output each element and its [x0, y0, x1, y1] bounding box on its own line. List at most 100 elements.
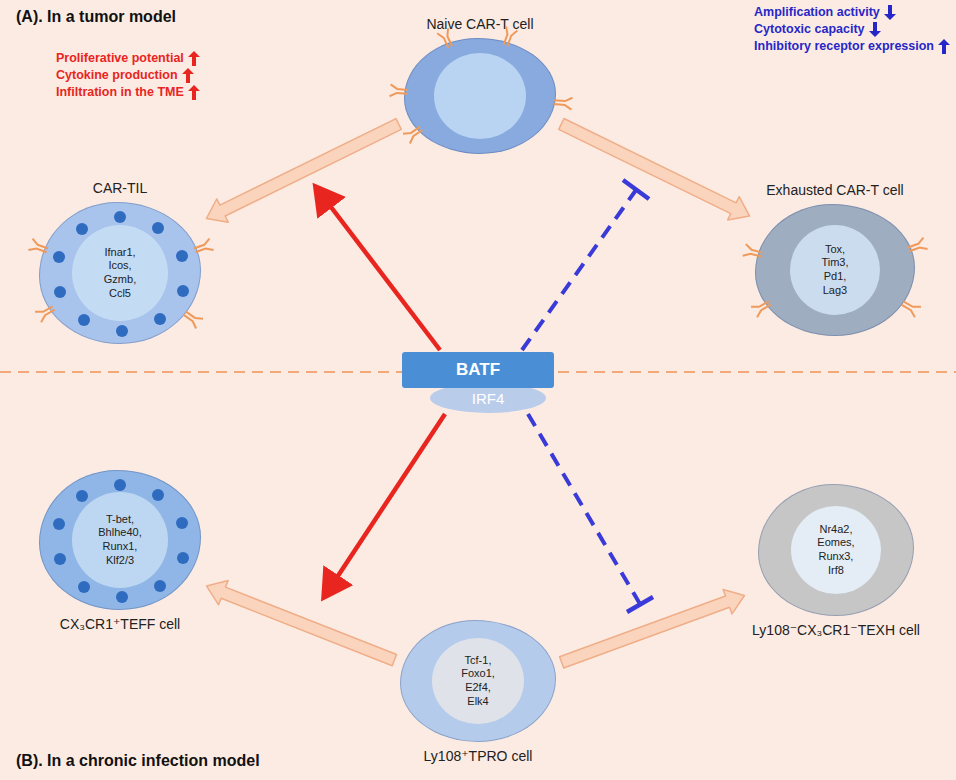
- receptor-stroke: [403, 124, 425, 144]
- cell-label: Naive CAR-T cell: [424, 14, 535, 34]
- effect-label: Inhibitory receptor expression: [754, 38, 934, 55]
- receptor-stroke: [900, 297, 922, 316]
- trend-arrow: [188, 51, 200, 66]
- trend-arrow-shape: [938, 39, 950, 54]
- nucleus: Nr4a2, Eomes, Runx3, Irf8: [791, 506, 881, 594]
- receptor-stroke: [192, 239, 213, 256]
- inhibit-line: [528, 414, 640, 604]
- effect-row: Cytokine production: [56, 67, 200, 84]
- receptor-stroke: [437, 28, 455, 49]
- effect-row: Inhibitory receptor expression: [754, 38, 950, 55]
- effect-label: Cytotoxic capacity: [754, 21, 864, 38]
- granule-dot: [177, 285, 189, 297]
- cell-body: [404, 38, 556, 154]
- transition-arrow: [207, 581, 397, 666]
- trend-arrow: [182, 68, 194, 83]
- car-receptor: [400, 122, 426, 147]
- effect-label: Amplification activity: [754, 4, 880, 21]
- receptor-stroke: [181, 308, 203, 328]
- granule-dot: [116, 591, 128, 603]
- inhibit-line: [522, 190, 636, 350]
- transition-arrow: [559, 119, 750, 220]
- granule-dot: [114, 211, 126, 223]
- promote-arrow: [318, 190, 440, 350]
- nucleus: T-bet, Bhlhe40, Runx1, Klf2/3: [72, 492, 168, 588]
- nucleus: [434, 53, 526, 139]
- inhibit-bar: [623, 180, 649, 199]
- granule-dot: [53, 251, 65, 263]
- receptor-stroke: [743, 244, 763, 260]
- promote-arrow: [326, 414, 445, 594]
- trend-arrow-shape: [884, 5, 896, 20]
- granule-dot: [152, 222, 164, 234]
- effect-row: Proliferative potential: [56, 50, 200, 67]
- granule-dot: [152, 489, 164, 501]
- gene-list: Ifnar1, Icos, Gzmb, Ccl5: [89, 246, 151, 301]
- car-receptor: [553, 94, 574, 112]
- granule-dot: [177, 552, 189, 564]
- nucleus: Tox, Tim3, Pd1, Lag3: [790, 225, 880, 315]
- nucleus: Ifnar1, Icos, Gzmb, Ccl5: [72, 225, 168, 321]
- car-receptor: [388, 82, 409, 100]
- car-receptor: [748, 296, 773, 320]
- trend-arrow: [188, 85, 200, 100]
- cell-body: Nr4a2, Eomes, Runx3, Irf8: [758, 484, 914, 616]
- granule-dot: [154, 580, 166, 592]
- cell-label: CX₃CR1⁺TEFF cell: [58, 614, 182, 634]
- effect-list: Amplification activityCytotoxic capacity…: [754, 4, 950, 55]
- receptor-stroke: [35, 303, 57, 322]
- car-receptor: [180, 306, 206, 331]
- trend-arrow: [884, 5, 896, 20]
- nucleus: Tcf-1, Foxo1, E2f4, Elk4: [432, 638, 524, 724]
- car-receptor: [192, 236, 216, 258]
- receptor-stroke: [751, 297, 773, 316]
- effect-label: Proliferative potential: [56, 50, 184, 67]
- cell-label: Exhausted CAR-T cell: [764, 180, 905, 200]
- granule-dot: [114, 479, 126, 491]
- cell-node: Tcf-1, Foxo1, E2f4, Elk4Ly108⁺TPRO cell: [400, 620, 556, 766]
- effect-label: Cytokine production: [56, 67, 178, 84]
- effect-row: Cytotoxic capacity: [754, 21, 950, 38]
- granule-dot: [53, 518, 65, 530]
- cell-node: T-bet, Bhlhe40, Runx1, Klf2/3CX₃CR1⁺TEFF…: [39, 470, 201, 634]
- granule-dot: [76, 490, 88, 502]
- cell-node: Exhausted CAR-T cellTox, Tim3, Pd1, Lag3: [755, 180, 915, 336]
- granule-dot: [154, 313, 166, 325]
- cell-body: Ifnar1, Icos, Gzmb, Ccl5: [39, 202, 201, 344]
- factor-name: BATF: [456, 360, 500, 380]
- receptor-stroke: [553, 96, 572, 110]
- granule-dot: [78, 314, 90, 326]
- car-receptor: [899, 296, 924, 320]
- granule-dot: [176, 250, 188, 262]
- receptor-stroke: [906, 238, 927, 255]
- car-receptor: [32, 301, 57, 325]
- trend-arrow: [938, 39, 950, 54]
- gene-list: Nr4a2, Eomes, Runx3, Irf8: [805, 523, 867, 578]
- inhibit-bar: [627, 597, 653, 612]
- trend-arrow: [869, 22, 881, 37]
- cell-body: Tcf-1, Foxo1, E2f4, Elk4: [400, 620, 556, 742]
- granule-dot: [116, 325, 128, 337]
- trend-arrow-shape: [188, 85, 200, 100]
- cell-body: T-bet, Bhlhe40, Runx1, Klf2/3: [39, 470, 201, 610]
- trend-arrow-shape: [869, 22, 881, 37]
- granule-dot: [76, 223, 88, 235]
- panel-title: (B). In a chronic infection model: [16, 752, 260, 770]
- gene-list: Tox, Tim3, Pd1, Lag3: [804, 243, 866, 298]
- effect-row: Amplification activity: [754, 4, 950, 21]
- car-receptor: [26, 236, 50, 258]
- receptor-stroke: [390, 85, 409, 99]
- receptor-stroke: [500, 26, 517, 47]
- receptor-stroke: [29, 239, 50, 256]
- granule-dot: [176, 517, 188, 529]
- factor-box: BATF: [402, 352, 554, 388]
- gene-list: Tcf-1, Foxo1, E2f4, Elk4: [447, 654, 509, 709]
- gene-list: T-bet, Bhlhe40, Runx1, Klf2/3: [89, 513, 151, 568]
- effect-list: Proliferative potentialCytokine producti…: [56, 50, 200, 101]
- granule-dot: [54, 286, 66, 298]
- cell-node: CAR-TIL Ifnar1, Icos, Gzmb, Ccl5: [39, 178, 201, 344]
- trend-arrow-shape: [182, 68, 194, 83]
- cell-node: Naive CAR-T cell: [404, 14, 556, 154]
- cell-label: Ly108⁻CX₃CR1⁻TEXH cell: [750, 620, 922, 640]
- cell-label: CAR-TIL: [91, 178, 149, 198]
